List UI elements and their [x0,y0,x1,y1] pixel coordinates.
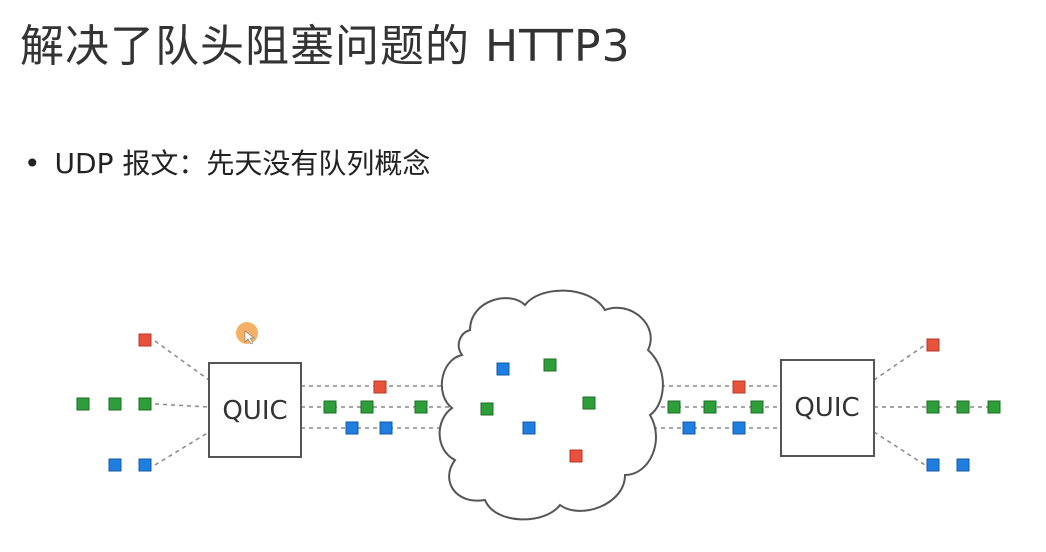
packet-green [480,402,494,416]
packet-blue [345,421,359,435]
bullet-dot: • [24,147,41,180]
packet-blue [108,458,122,472]
right-output-packets [926,338,1001,472]
right-quic-box [780,359,875,457]
packet-blue [496,362,510,376]
packet-red [138,333,152,347]
cursor-highlight-icon [236,322,258,345]
bullet-text: UDP 报文：先天没有队列概念 [54,147,431,180]
packet-blue [682,421,696,435]
packet-green [987,400,1001,414]
packet-green [750,400,764,414]
packet-green [543,358,557,372]
right-output-lines [873,344,1000,466]
packet-red [732,380,746,394]
packet-blue [926,458,940,472]
left-quic-label: QUIC [222,396,287,426]
left-link-packets [323,380,428,435]
right-quic-label: QUIC [794,393,859,423]
packet-blue [732,421,746,435]
packet-green [138,397,152,411]
cloud-packets [480,358,596,463]
packet-blue [138,458,152,472]
packet-red [569,449,583,463]
packet-green [582,396,596,410]
packet-green [667,400,681,414]
network-cloud [438,289,664,521]
bullet-item: • UDP 报文：先天没有队列概念 [24,142,430,182]
packet-red [373,380,387,394]
packet-green [76,397,90,411]
slide-title: 解决了队头阻塞问题的 HTTP3 [20,21,631,72]
packet-green [323,400,337,414]
packet-blue [956,458,970,472]
packet-green [703,400,717,414]
packet-green [108,397,122,411]
left-input-packets [76,333,152,472]
right-link-packets [667,380,764,435]
packet-green [926,400,940,414]
packet-green [956,400,970,414]
packet-green [414,400,428,414]
packet-red [926,338,940,352]
packet-blue [379,421,393,435]
left-quic-box [208,362,302,458]
packet-green [360,400,374,414]
left-input-lines [154,340,210,466]
packet-blue [522,421,536,435]
